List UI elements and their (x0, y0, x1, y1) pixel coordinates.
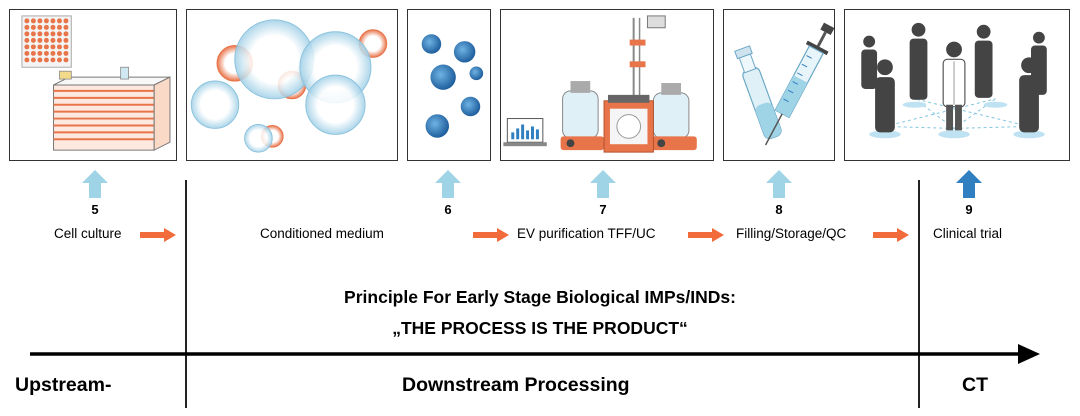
panel-clinical-trial (844, 9, 1070, 161)
clinical-trial-people-icon (861, 22, 1047, 139)
panel-particles (407, 9, 491, 161)
step-number-8: 8 (775, 202, 783, 217)
up-arrow-dark-icon (956, 170, 982, 198)
step-label-filling: Filling/Storage/QC (736, 226, 847, 241)
step-number-6: 6 (444, 202, 452, 217)
panel-filling (723, 9, 835, 161)
phase-downstream: Downstream Processing (402, 374, 630, 396)
divider-downstream-ct (918, 180, 920, 408)
step-number-5: 5 (91, 202, 99, 217)
right-arrow-icon (473, 228, 509, 242)
particles-icon (421, 34, 484, 138)
timeline-arrow-icon (30, 344, 1040, 364)
step-label-ev-purification: EV purification TFF/UC (517, 226, 656, 241)
cell-culture-flask-icon (21, 15, 171, 151)
vial-syringe-icon (734, 22, 834, 146)
panel-cell-culture (9, 9, 177, 161)
divider-upstream-downstream (185, 180, 187, 408)
right-arrow-icon (873, 228, 909, 242)
phase-upstream: Upstream- (15, 374, 112, 396)
step-label-cell-culture: Cell culture (54, 226, 122, 241)
phase-ct: CT (962, 374, 988, 396)
vesicles-icon (190, 19, 388, 153)
step-label-clinical-trial: Clinical trial (933, 226, 1003, 241)
step-number-9: 9 (965, 202, 973, 217)
step-label-conditioned-medium: Conditioned medium (260, 226, 384, 241)
step-number-7: 7 (599, 202, 607, 217)
panel-purification (500, 9, 714, 161)
principle-statement: „THE PROCESS IS THE PRODUCT“ (392, 318, 688, 338)
right-arrow-icon (688, 228, 724, 242)
purification-system-icon (503, 15, 697, 153)
right-arrow-icon (140, 228, 176, 242)
principle-heading: Principle For Early Stage Biological IMP… (344, 287, 736, 307)
panel-conditioned-medium (186, 9, 398, 161)
up-arrow-icon (766, 170, 792, 198)
up-arrow-icon (435, 170, 461, 198)
up-arrow-icon (590, 170, 616, 198)
up-arrow-icon (82, 170, 108, 198)
